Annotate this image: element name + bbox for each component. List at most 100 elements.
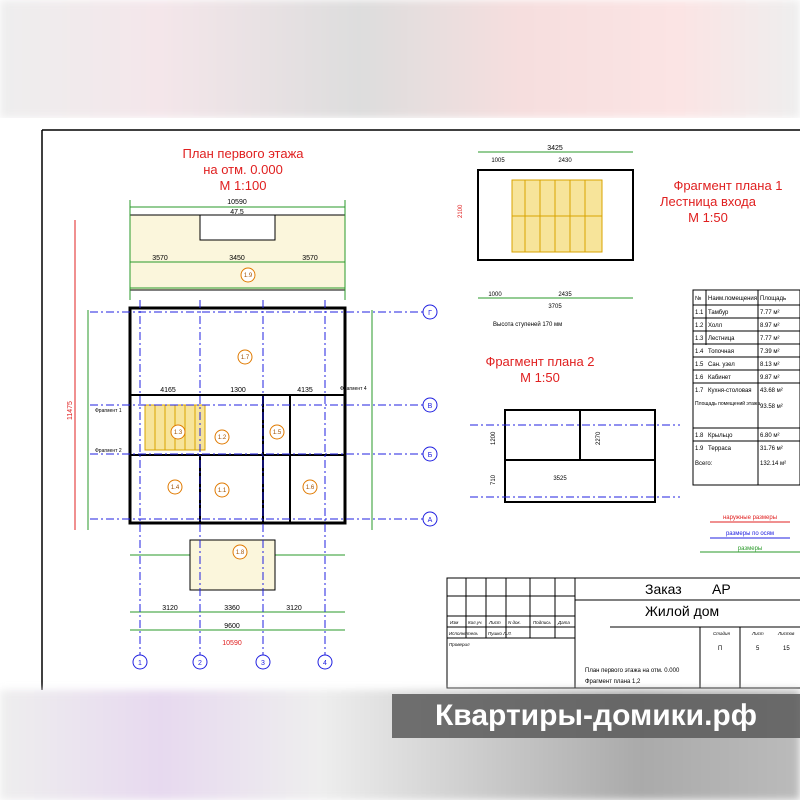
table-cell-name: Холл	[708, 323, 723, 329]
dim-mid-2: 4135	[297, 387, 313, 394]
dim-col-1: 3120	[162, 605, 178, 612]
table-cell-area: 7.39 м²	[760, 349, 779, 355]
frag2-dim-3: 2270	[596, 431, 602, 445]
frag1-dim-6: 2100	[458, 204, 464, 218]
order-label: Заказ	[645, 581, 682, 597]
dim-top-3: 3570	[302, 255, 318, 262]
watermark: Квартиры-домики.рф	[392, 694, 800, 738]
axis-v: В	[428, 403, 433, 410]
axis-g: Г	[428, 310, 432, 317]
legend-outer: наружные размеры	[723, 515, 777, 521]
room-1-7: 1.7	[241, 355, 250, 361]
tb-col-sign: Подпись	[533, 620, 551, 625]
title-block	[446, 577, 800, 689]
tb-col-date: Дата	[557, 620, 570, 625]
dim-left-overall: 11475	[67, 401, 74, 420]
blurred-background-top	[0, 0, 800, 118]
table-header-num: №	[695, 295, 701, 302]
table-subtotal-label: Площадь помещений этажа	[695, 400, 760, 407]
tb-checker: Проверил	[449, 642, 470, 647]
table-cell-name: Топочная	[708, 349, 734, 355]
project-name: Жилой дом	[645, 603, 719, 619]
frag2-dim-2: 1200	[491, 431, 497, 445]
table-cell-num: 1.9	[695, 446, 704, 452]
tb-col-izm: Изм	[450, 620, 458, 625]
table-cell-num: 1.2	[695, 323, 704, 329]
dim-overall-top-2: 47.5	[230, 209, 244, 216]
table-cell-name: Сан. узел	[708, 362, 735, 368]
room-1-6: 1.6	[306, 485, 315, 491]
frag1-dim-4: 3705	[548, 304, 562, 310]
table-cell-num: 1.6	[695, 375, 704, 381]
frag2-dim-4: 710	[491, 474, 497, 485]
table-cell-num: 1.7	[695, 388, 704, 394]
dim-col-3: 3120	[286, 605, 302, 612]
tb-executor-name: Пушко Л.Л.	[488, 631, 512, 636]
legend-dims: размеры	[738, 546, 762, 552]
tb-col-ndoc: N док.	[508, 620, 521, 625]
table-cell-name: Тамбур	[708, 310, 729, 316]
table-total: 132.14 м²	[760, 461, 786, 467]
table-cell-area: 7.77 м²	[760, 336, 779, 342]
dim-mid-1: 4165	[160, 387, 176, 394]
table-header-name: Наим.помещения	[708, 296, 757, 302]
frag1-scale: М 1:50	[688, 210, 728, 225]
table-cell-area: 8.13 м²	[760, 362, 779, 368]
tb-sheet-desc-2: Фрагмент плана 1,2	[585, 679, 641, 685]
table-cell-name: Кухня-столовая	[708, 388, 752, 394]
axis-3: 3	[261, 660, 265, 667]
frag2-dim-1: 3525	[553, 476, 567, 482]
dim-mid-3: 1300	[230, 387, 246, 394]
table-cell-area: 6.80 м²	[760, 433, 779, 439]
table-cell-area: 43.68 м²	[760, 388, 783, 394]
room-1-2: 1.2	[218, 435, 227, 441]
axis-a: А	[428, 517, 433, 524]
plan1-subtitle: на отм. 0.000	[203, 162, 283, 177]
frag1-title: Фрагмент плана 1	[673, 178, 782, 193]
tb-col-list: Лист	[488, 620, 501, 625]
tb-executor: Исполнитель	[449, 631, 479, 636]
frag1-dim-3: 2435	[558, 292, 572, 298]
table-cell-name: Лестница	[708, 336, 735, 342]
table-cell-num: 1.3	[695, 336, 704, 342]
room-1-8: 1.8	[236, 550, 245, 556]
axis-2: 2	[198, 660, 202, 667]
room-1-3: 1.3	[174, 430, 183, 436]
frag2-scale: М 1:50	[520, 370, 560, 385]
room-1-9: 1.9	[244, 273, 253, 279]
table-cell-num: 1.5	[695, 362, 704, 368]
dim-top-1: 3570	[152, 255, 168, 262]
fragment-label-2: Фрагмент 2	[95, 448, 122, 454]
table-cell-area: 8.97 м²	[760, 323, 779, 329]
table-header-area: Площадь	[760, 296, 786, 302]
table-cell-area: 9.87 м²	[760, 375, 779, 381]
plan1-scale: М 1:100	[220, 178, 267, 193]
frag1-dim-2: 2430	[558, 158, 572, 164]
tb-col-kol: Кол.уч.	[468, 620, 483, 625]
dim-col-2: 3360	[224, 605, 240, 612]
frag1-dim-top: 3425	[547, 145, 563, 152]
fragment-label-1: Фрагмент 1	[95, 408, 122, 414]
frag2-title: Фрагмент плана 2	[485, 354, 594, 369]
table-cell-area: 31.76 м²	[760, 446, 783, 452]
architectural-drawing: План первого этажа на отм. 0.000 М 1:100…	[41, 129, 800, 690]
axis-b: Б	[428, 452, 433, 459]
dim-overall-top: 10590	[227, 199, 247, 206]
tb-sheet: Лист	[751, 631, 764, 636]
drawing-sheet: План первого этажа на отм. 0.000 М 1:100…	[0, 118, 800, 690]
table-cell-name: Крыльцо	[708, 433, 733, 439]
table-cell-num: 1.8	[695, 433, 704, 439]
table-cell-num: 1.4	[695, 349, 704, 355]
table-cell-name: Терраса	[708, 446, 732, 452]
table-cell-name: Кабинет	[708, 375, 731, 381]
tb-stage: Стадия	[713, 631, 730, 636]
legend-axes: размеры по осям	[726, 531, 774, 537]
table-total-label: Всего:	[695, 461, 713, 467]
dim-inner: 9600	[224, 623, 240, 630]
axis-1: 1	[138, 660, 142, 667]
fragment-label-4: Фрагмент 4	[340, 386, 367, 392]
tb-sheet-value: 5	[756, 646, 760, 652]
order-code: АР	[712, 581, 731, 597]
table-cell-area: 7.77 м²	[760, 310, 779, 316]
